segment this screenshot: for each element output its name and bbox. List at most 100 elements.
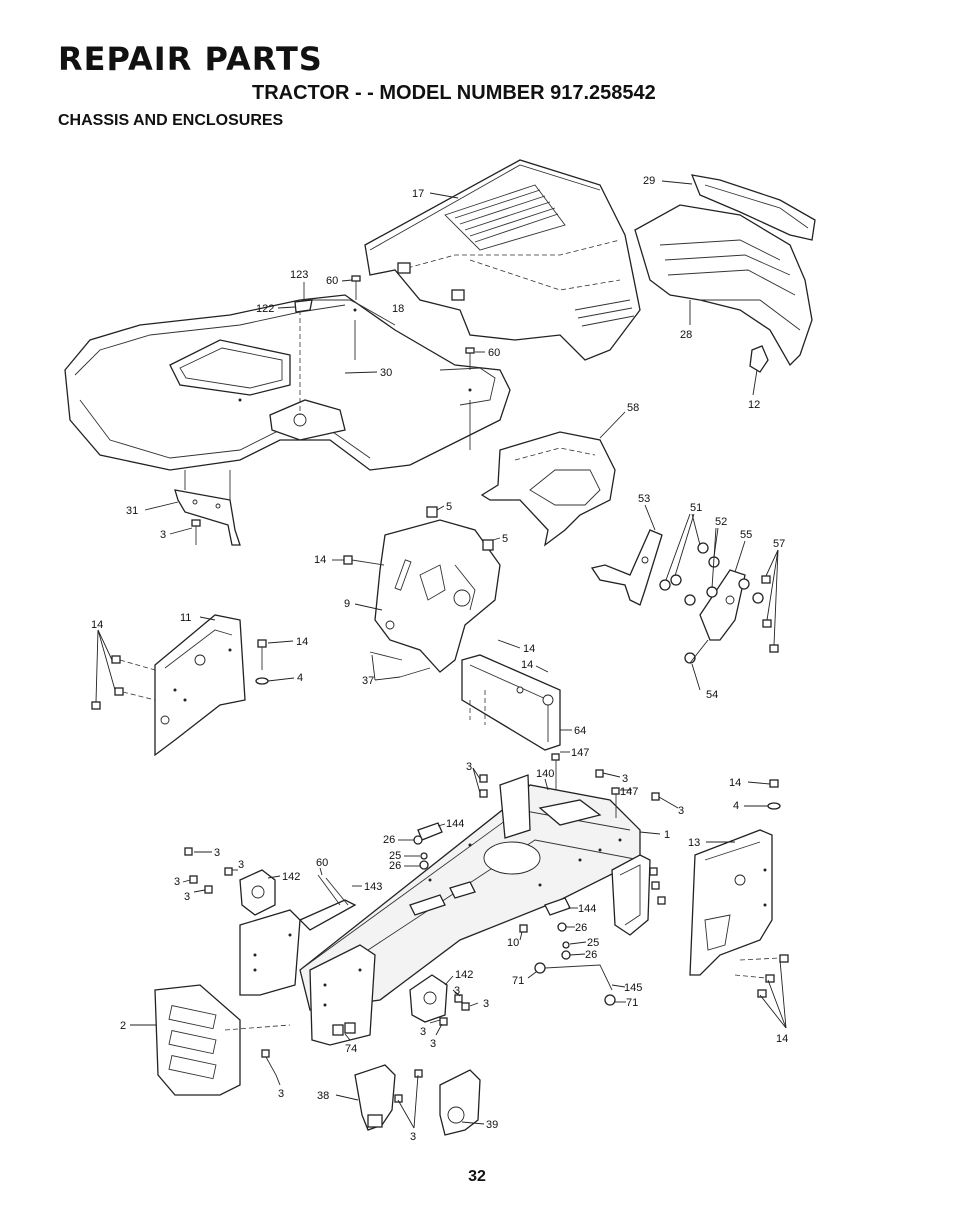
page-number: 32 [468, 1168, 486, 1185]
callout-label: 3 [430, 1038, 436, 1050]
dash-panel-part [374, 506, 501, 673]
fender-part [64, 294, 511, 471]
bolts-14-right [734, 954, 789, 998]
callout-label: 14 [521, 659, 533, 671]
callout-label: 14 [91, 619, 103, 631]
plate-3-upper-part [499, 774, 531, 839]
callout-label: 60 [316, 857, 328, 869]
callout-label: 37 [362, 675, 374, 687]
bracket-143-part [298, 899, 357, 931]
callout-label: 39 [486, 1119, 498, 1131]
callout-label: 10 [507, 937, 519, 949]
callout-label: 51 [690, 502, 702, 514]
callout-label: 38 [317, 1090, 329, 1102]
callout-label: 29 [643, 175, 655, 187]
bolts-3-38 [394, 1069, 423, 1103]
callout-label: 53 [638, 493, 650, 505]
callout-label: 142 [282, 871, 300, 883]
callout-label: 5 [446, 501, 452, 513]
tank-cover-part [480, 431, 616, 547]
callout-label: 147 [620, 786, 638, 798]
main-frame-part [299, 784, 641, 1011]
callout-label: 17 [412, 188, 424, 200]
callout-label: 1 [664, 829, 670, 841]
latch-part [749, 345, 769, 373]
callout-label: 60 [488, 347, 500, 359]
callout-label: 64 [574, 725, 586, 737]
screw-60-mid [465, 347, 475, 370]
rod-145 [534, 962, 616, 1006]
callout-label: 5 [502, 533, 508, 545]
callout-label: 122 [256, 303, 274, 315]
callout-label: 11 [180, 612, 191, 624]
callout-label: 145 [624, 982, 642, 994]
callout-label: 14 [729, 777, 741, 789]
bolts-60-lower [317, 874, 349, 906]
callout-label: 143 [364, 881, 382, 893]
bolts-147 [551, 753, 620, 818]
callout-label: 71 [626, 997, 638, 1009]
callout-label: 26 [383, 834, 395, 846]
bolts-14-left [91, 655, 156, 710]
callout-label: 13 [688, 837, 700, 849]
section-title: CHASSIS AND ENCLOSURES [58, 112, 284, 129]
callout-label: 60 [326, 275, 338, 287]
callout-label: 74 [345, 1043, 357, 1055]
callout-label: 3 [466, 761, 472, 773]
bolt-3-front [261, 1049, 277, 1076]
callout-label: 57 [773, 538, 785, 550]
exploded-parts-diagram: 17 29 123 60 122 18 28 60 30 12 58 31 5 … [64, 159, 816, 1143]
bracket-39-part [439, 1069, 481, 1136]
callout-label: 4 [733, 800, 739, 812]
callout-label: 25 [389, 850, 401, 862]
bolts-37 [369, 651, 431, 678]
callout-label: 71 [512, 975, 524, 987]
bracket-55-part [699, 569, 746, 641]
axle-support-part [309, 944, 376, 1046]
callout-label: 14 [296, 636, 308, 648]
callout-label: 3 [214, 847, 220, 859]
callout-label: 3 [278, 1088, 284, 1100]
callout-label: 3 [410, 1131, 416, 1143]
nuts-74 [332, 1022, 356, 1036]
callout-label: 14 [314, 554, 326, 566]
bracket-142-lower [409, 974, 448, 1023]
left-side-panel-part [154, 614, 246, 757]
callout-label: 18 [392, 303, 404, 315]
callout-label: 31 [126, 505, 138, 517]
callout-label: 3 [174, 876, 180, 888]
callout-label: 12 [748, 399, 760, 411]
callout-label: 14 [523, 643, 535, 655]
callout-label: 4 [297, 672, 303, 684]
callout-labels: 17 29 123 60 122 18 28 60 30 12 58 31 5 … [91, 175, 788, 1143]
callout-label: 3 [160, 529, 166, 541]
callout-label: 3 [483, 998, 489, 1010]
callout-label: 3 [238, 859, 244, 871]
hood-part [364, 159, 641, 361]
page-title: REPAIR PARTS [58, 40, 323, 78]
callout-label: 140 [536, 768, 554, 780]
washers-25-26-upper [413, 835, 429, 870]
callout-label: 144 [446, 818, 464, 830]
bracket-31-part [174, 489, 241, 546]
callout-label: 123 [290, 269, 308, 281]
callout-label: 3 [420, 1026, 426, 1038]
callout-label: 55 [740, 529, 752, 541]
callout-label: 58 [627, 402, 639, 414]
callout-label: 2 [120, 1020, 126, 1032]
bolt-14-dash [343, 555, 385, 566]
bracket-142-upper [239, 869, 276, 916]
headlight-lens-part [690, 174, 816, 241]
right-side-panel-part [689, 829, 773, 976]
callout-label: 54 [706, 689, 718, 701]
callout-label: 3 [454, 985, 460, 997]
bracket-53-part [590, 529, 663, 606]
callout-label: 14 [776, 1033, 788, 1045]
grille-part [634, 204, 813, 367]
callout-label: 147 [571, 747, 589, 759]
front-plate-part [154, 984, 291, 1096]
callout-label: 3 [678, 805, 684, 817]
screw-60-top [351, 275, 361, 300]
bolt-14-washer-4 [255, 639, 269, 685]
callout-label: 26 [575, 922, 587, 934]
